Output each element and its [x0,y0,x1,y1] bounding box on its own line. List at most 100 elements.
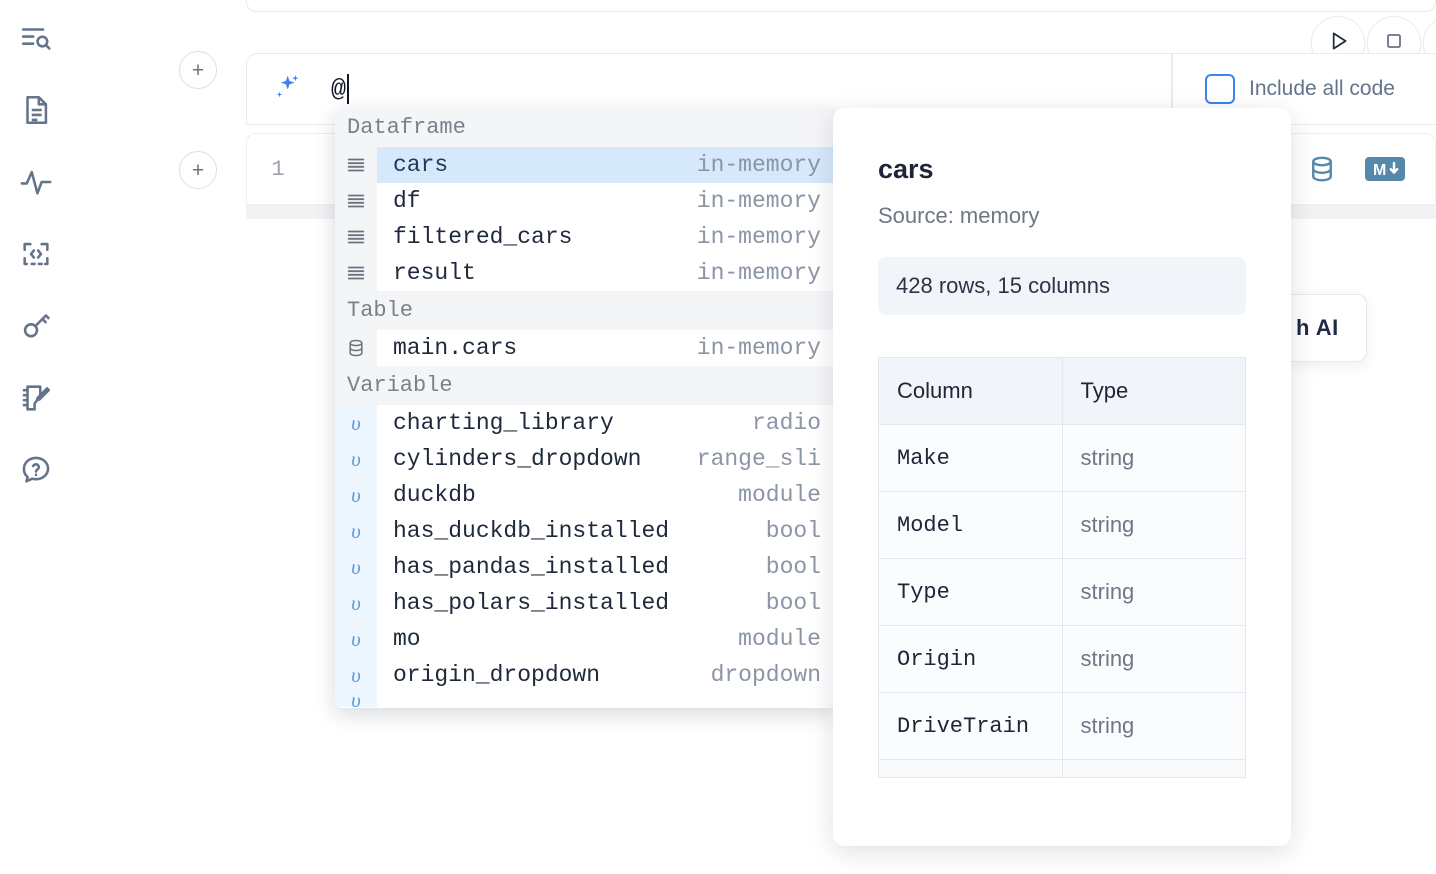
ai-hint-card[interactable]: h AI [1285,294,1367,362]
completion-item[interactable]: υ origin_dropdown dropdown [335,657,835,693]
completion-item-labels: origin_dropdown dropdown [377,657,835,693]
schema-column-type: string [1061,424,1246,492]
completion-item-labels: cars in-memory [377,147,835,183]
add-cell-button-bottom[interactable]: + [179,151,217,189]
schema-table-header-row: Column Type [878,357,1246,425]
completion-item-name: cylinders_dropdown [393,446,642,472]
variable-icon: υ [335,441,377,477]
completion-group-header: Dataframe [335,108,835,147]
completion-item-name: df [393,188,421,214]
left-icon-rail [0,0,72,874]
variable-icon: υ [335,405,377,441]
sidebar-item-outline-search[interactable] [12,14,60,62]
variable-icon: υ [335,621,377,657]
column-header-type: Type [1061,357,1246,425]
sidebar-item-scratchpad[interactable] [12,374,60,422]
completion-item[interactable]: υ [335,693,835,707]
line-number: 1 [271,156,285,182]
schema-column-name: Make [878,424,1063,492]
completion-item[interactable]: υ charting_library radio [335,405,835,441]
completion-item[interactable]: main.cars in-memory [335,330,835,366]
completion-item-labels: main.cars in-memory [377,330,835,366]
notebook-pencil-icon [19,381,53,415]
schema-column-type: string [1061,692,1246,760]
completion-item[interactable]: υ cylinders_dropdown range_sli [335,441,835,477]
completion-item-name: origin_dropdown [393,662,601,688]
schema-column-name: Type [878,558,1063,626]
text-caret [347,74,350,104]
dataframe-icon [335,183,377,219]
completion-item[interactable]: result in-memory [335,255,835,291]
square-icon [1382,29,1406,58]
include-all-code-checkbox[interactable] [1205,74,1235,104]
completion-item-name: has_pandas_installed [393,554,670,580]
completion-item-name: main.cars [393,335,518,361]
ai-prompt-input[interactable]: @ [331,74,350,104]
dataframe-icon [335,147,377,183]
completion-item-kind: in-memory [696,260,821,286]
document-icon [19,93,53,127]
key-icon [19,309,53,343]
completion-item-name: cars [393,152,449,178]
schema-column-type: string [1061,558,1246,626]
dataframe-detail-panel: cars Source: memory 428 rows, 15 columns… [833,108,1291,846]
schema-column-name: Origin [878,625,1063,693]
completion-item-kind: range_sli [696,446,821,472]
dataframe-icon [335,219,377,255]
sidebar-item-help[interactable] [12,446,60,494]
add-cell-button-top[interactable]: + [179,51,217,89]
completion-item-name: charting_library [393,410,614,436]
sidebar-item-activity[interactable] [12,158,60,206]
completion-item-name: mo [393,626,421,652]
completion-item-labels: has_polars_installed bool [377,585,835,621]
completion-item-kind: in-memory [696,335,821,361]
cell-toolbar: M [1307,154,1435,184]
completion-item-kind: module [738,626,821,652]
include-all-code-label: Include all code [1249,77,1395,100]
schema-column-type: string [1061,625,1246,693]
completion-item-labels: cylinders_dropdown range_sli [377,441,835,477]
completion-item-kind: bool [765,554,821,580]
variable-icon: υ [335,657,377,693]
completion-item-name: result [393,260,476,286]
schema-column-type [1061,759,1246,778]
ai-prompt-value: @ [331,74,347,104]
database-icon[interactable] [1307,154,1337,184]
markdown-icon[interactable]: M [1365,155,1405,183]
completion-item-kind: bool [765,590,821,616]
completion-group-header: Table [335,291,835,330]
sidebar-item-secrets[interactable] [12,302,60,350]
sidebar-item-document[interactable] [12,86,60,134]
sparkle-icon [269,72,303,106]
completion-item-labels: result in-memory [377,255,835,291]
completion-item-kind: radio [751,410,821,436]
completion-item-kind: in-memory [696,224,821,250]
completion-item-kind: dropdown [710,662,821,688]
completion-item-name: has_polars_installed [393,590,670,616]
completion-item-labels [377,693,835,707]
completion-item-labels: charting_library radio [377,405,835,441]
svg-text:M: M [1373,162,1386,179]
outline-search-icon [19,21,53,55]
completion-item-kind: module [738,482,821,508]
completion-item[interactable]: cars in-memory [335,147,835,183]
completion-item-kind: in-memory [696,152,821,178]
schema-column-type: string [1061,491,1246,559]
sidebar-item-snippets[interactable] [12,230,60,278]
schema-column-name: Model [878,491,1063,559]
